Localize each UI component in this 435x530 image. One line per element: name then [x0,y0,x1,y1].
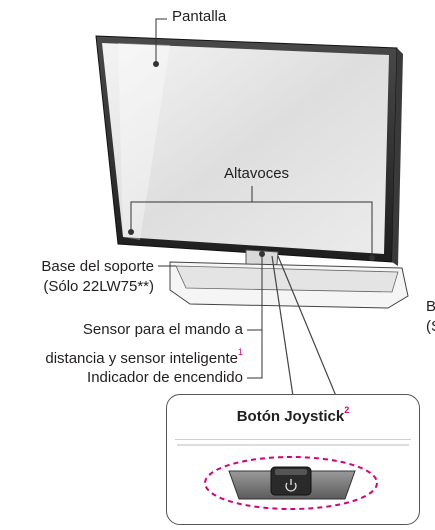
cut-text-line2: (S [426,318,435,335]
label-indicador: Indicador de encendido [87,369,243,386]
cut-text-line1: B [426,298,435,315]
label-base-line2: (Sólo 22LW75**) [43,278,154,295]
label-sensor-line1: Sensor para el mando a [82,321,243,338]
pantalla-dot [153,61,159,67]
footnote-2: 2 [344,405,350,415]
power-icon [285,479,297,492]
joystick-cap-top [275,469,307,475]
tv-side [392,48,403,266]
label-pantalla: Pantalla [172,8,227,25]
pantalla-leader [155,18,167,64]
label-base-line1: Base del soporte [41,258,154,275]
callout-funnel-right [277,255,337,397]
footnote-1: 1 [237,347,243,357]
callout-funnel-left [271,255,294,397]
speaker-dot-right [369,255,375,261]
callout-divider [175,439,411,440]
joystick-illustration [177,444,409,510]
label-altavoces: Altavoces [224,165,290,182]
joystick-callout: Botón Joystick2 [166,394,420,525]
screen-panel [102,43,389,254]
indicator-leader [247,330,263,379]
speaker-dot-left [128,229,134,235]
callout-title: Botón Joystick2 [236,405,350,425]
joystick-highlight [204,456,378,510]
screen-reflection [118,43,170,240]
label-sensor-line2: distancia y sensor inteligente1 [45,347,243,367]
